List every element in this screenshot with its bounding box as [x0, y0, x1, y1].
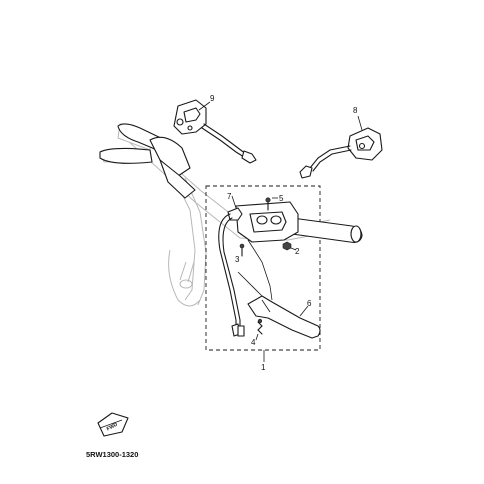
- clutch-lever: [247, 295, 321, 339]
- lever-holder: [235, 201, 299, 243]
- assembly-boundary: [205, 185, 321, 362]
- left-grip: [99, 123, 196, 199]
- forward-marker-text: FWD: [106, 422, 119, 433]
- right-grip: [291, 217, 363, 243]
- callout-5: 5: [279, 194, 284, 203]
- callout-6: 6: [307, 299, 312, 308]
- pivot-guide: [237, 239, 273, 301]
- part-callouts: 9 8 7 5 2 3 6 4 1: [210, 94, 358, 372]
- callout-1: 1: [261, 363, 266, 372]
- screw: [265, 197, 278, 211]
- lever-spring: [255, 318, 263, 341]
- callout-9: 9: [210, 94, 215, 103]
- bolt: [239, 243, 245, 257]
- nut: [282, 241, 297, 251]
- drawing-code: 5RW1300-1320: [86, 450, 138, 459]
- left-handlebar-switch: [173, 99, 257, 164]
- callout-8: 8: [353, 106, 358, 115]
- callout-4: 4: [251, 338, 256, 347]
- callout-3: 3: [235, 255, 240, 264]
- callout-2: 2: [295, 247, 300, 256]
- callout-7: 7: [227, 192, 232, 201]
- clutch-switch: [218, 195, 245, 337]
- right-handlebar-switch: [299, 115, 383, 179]
- forward-marker: FWD: [97, 412, 129, 437]
